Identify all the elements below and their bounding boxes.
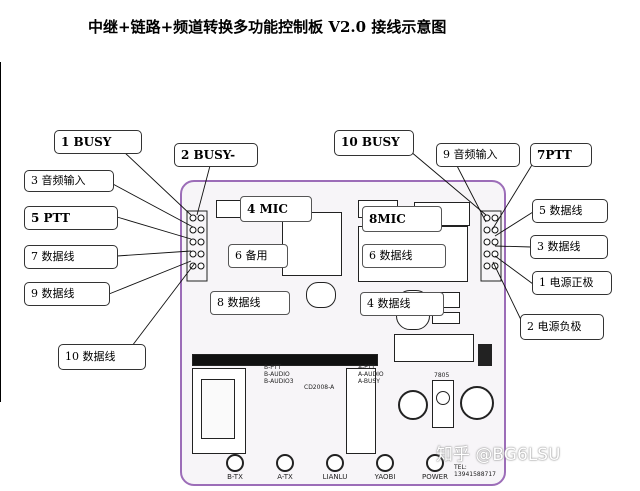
- board-label-mic-4: 4 MIC: [240, 196, 312, 222]
- chip-right-pin-text: A-PTT A-AUDIO A-BUSY: [358, 364, 384, 385]
- callout-audio-3: 3 音频输入: [24, 170, 114, 192]
- callout-data-9: 9 数据线: [24, 282, 110, 306]
- left-connector-pins: [186, 210, 208, 282]
- header-strip: [192, 354, 378, 366]
- button-power[interactable]: [426, 454, 444, 472]
- callout-power-negative: 2 电源负极: [520, 314, 604, 340]
- callout-busy-2: 2 BUSY-: [174, 143, 258, 167]
- button-b-tx[interactable]: [226, 454, 244, 472]
- board-label-mic-8: 8MIC: [362, 206, 442, 232]
- callout-data-5: 5 数据线: [532, 199, 608, 223]
- regulator: [432, 380, 454, 428]
- diagram-title: 中继+链路+频道转换多功能控制板 V2.0 接线示意图: [88, 18, 447, 36]
- diode: [478, 344, 492, 366]
- callout-data-10: 10 数据线: [58, 344, 146, 370]
- board-label-data-8: 8 数据线: [210, 291, 290, 315]
- board-label-data-6: 6 数据线: [362, 244, 446, 268]
- chip-center-text: CD2008-A: [304, 384, 335, 391]
- capacitor-right: [460, 386, 494, 420]
- button-a-tx[interactable]: [276, 454, 294, 472]
- callout-busy-10: 10 BUSY: [334, 130, 414, 156]
- callout-data-3: 3 数据线: [530, 235, 608, 259]
- tel-text: TEL: 13941588717: [454, 464, 496, 478]
- ic-small: [394, 334, 474, 362]
- callout-ptt-7: 7PTT: [530, 143, 592, 167]
- callout-busy-1: 1 BUSY: [54, 130, 142, 154]
- regulator-text: 7805: [434, 372, 450, 379]
- main-chip-body: [201, 379, 235, 439]
- regulator-hole: [436, 391, 450, 405]
- watermark: 知乎 @BG6LSU: [436, 445, 561, 465]
- board-label-data-4: 4 数据线: [360, 292, 444, 316]
- label-a-tx: A-TX: [277, 473, 293, 481]
- label-lianlu: LIANLU: [322, 473, 348, 481]
- callout-power-positive: 1 电源正极: [532, 271, 612, 295]
- capacitor-left: [398, 390, 428, 420]
- main-chip: [192, 368, 246, 454]
- page-margin-line: [0, 62, 1, 402]
- board-label-spare-6: 6 备用: [228, 244, 288, 268]
- chip-left-pin-text: B-PTT B-AUDIO B-AUDIO3: [264, 364, 294, 385]
- label-yaobi: YAOBI: [374, 473, 396, 481]
- label-power: POWER: [422, 473, 448, 481]
- callout-audio-9: 9 音频输入: [436, 143, 520, 167]
- callout-ptt-5: 5 PTT: [24, 206, 118, 230]
- pcb-board: B-PTT B-AUDIO B-AUDIO3 A-PTT A-AUDIO A-B…: [180, 180, 506, 486]
- crystal: [306, 282, 336, 308]
- left-connector: [186, 210, 208, 282]
- callout-data-7: 7 数据线: [24, 245, 118, 269]
- button-lianlu[interactable]: [326, 454, 344, 472]
- label-b-tx: B-TX: [227, 473, 243, 481]
- button-yaobi[interactable]: [376, 454, 394, 472]
- side-chip: [346, 368, 376, 454]
